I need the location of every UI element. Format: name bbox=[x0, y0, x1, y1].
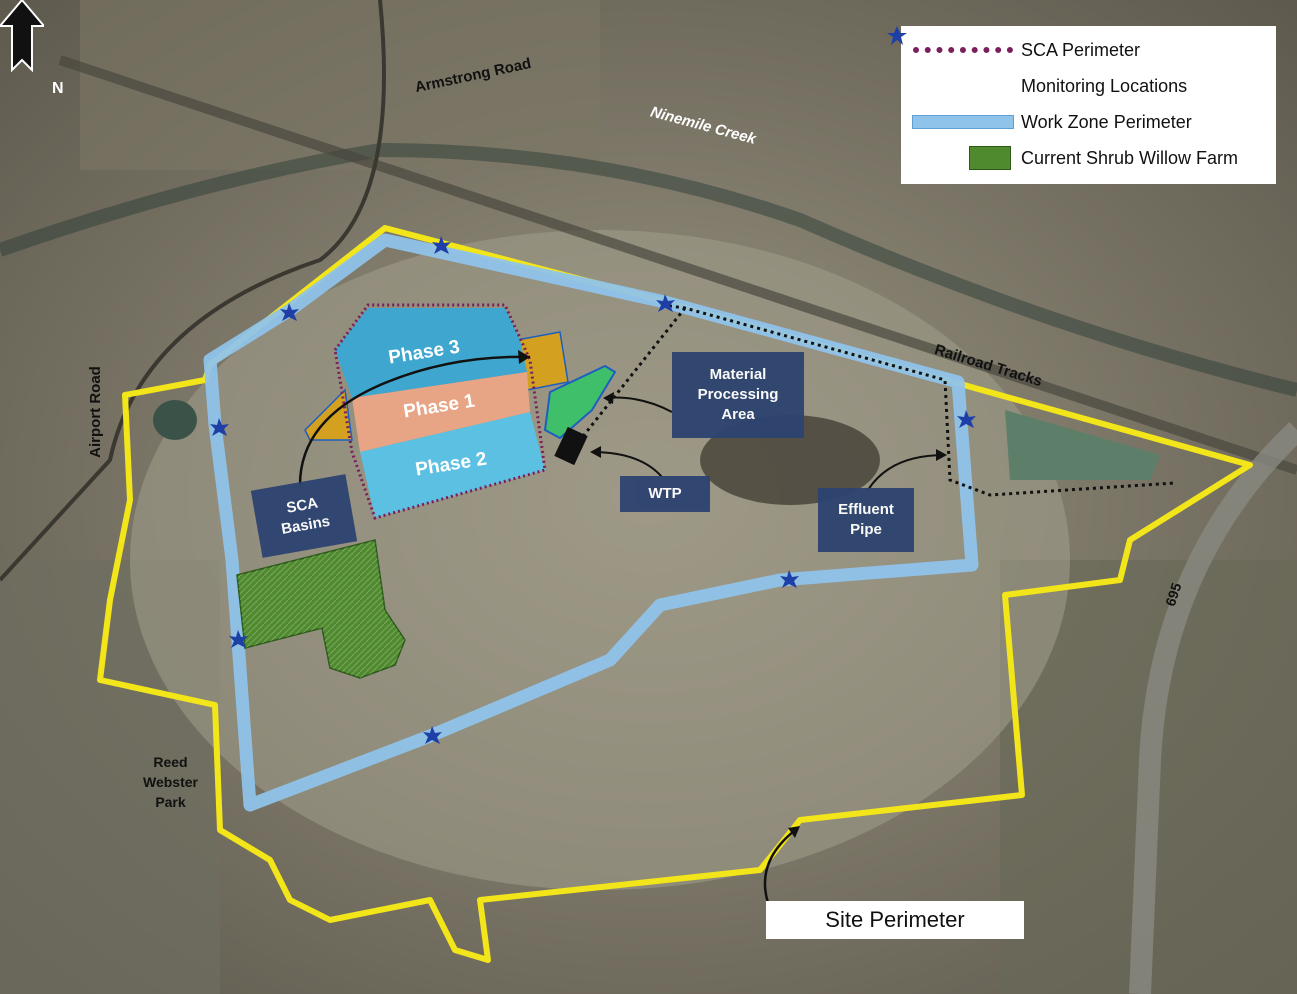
material-processing-box: Material Processing Area bbox=[672, 352, 804, 438]
airport-road-label: Airport Road bbox=[87, 366, 104, 458]
material-arrow-head bbox=[603, 392, 614, 404]
work-zone-perimeter-line bbox=[203, 233, 979, 812]
legend-label: Current Shrub Willow Farm bbox=[1021, 147, 1239, 168]
legend-item-shrub-willow: Current Shrub Willow Farm bbox=[911, 140, 1266, 176]
box-line: Effluent bbox=[838, 501, 894, 518]
legend-item-work-zone: Work Zone Perimeter bbox=[911, 104, 1266, 140]
phase-1-area bbox=[352, 372, 530, 452]
site-perimeter-line bbox=[97, 225, 1253, 963]
field-north bbox=[80, 0, 600, 170]
railroad-tracks-line bbox=[58, 55, 1297, 475]
legend-label: Monitoring Locations bbox=[1021, 75, 1188, 96]
monitoring-star-icon bbox=[957, 410, 976, 428]
monitoring-star-icon bbox=[780, 570, 799, 588]
phase-2-area bbox=[360, 412, 545, 518]
park-label-line: Webster bbox=[143, 774, 198, 790]
park-label-line: Park bbox=[155, 794, 186, 810]
park-label-line: Reed bbox=[153, 754, 188, 770]
north-arrow-icon bbox=[0, 0, 44, 73]
star-icon bbox=[887, 26, 907, 45]
hatched-box-icon bbox=[969, 146, 1011, 170]
legend-symbol bbox=[887, 26, 1015, 96]
material-area-shape bbox=[543, 364, 617, 440]
pond bbox=[1005, 410, 1160, 480]
dotted-line-icon bbox=[913, 47, 1013, 53]
phase-3-area bbox=[335, 308, 527, 398]
basins-arrow-head bbox=[518, 350, 530, 364]
park-label: Reed Webster Park bbox=[143, 752, 198, 812]
wtp-building bbox=[554, 426, 588, 466]
box-line: Processing bbox=[697, 386, 779, 403]
effluent-pipe-line bbox=[661, 303, 1176, 497]
hatched-band-icon bbox=[912, 115, 1014, 129]
site-arrow bbox=[763, 826, 799, 904]
legend-label: Work Zone Perimeter bbox=[1021, 111, 1192, 132]
site-perimeter-box: Site Perimeter bbox=[766, 901, 1024, 939]
legend-symbol bbox=[911, 40, 1015, 60]
monitoring-star-icon bbox=[229, 630, 248, 648]
legend-label: SCA Perimeter bbox=[1021, 39, 1141, 60]
farm-hatch bbox=[237, 540, 405, 678]
ninemile-creek bbox=[0, 142, 1297, 397]
effluent-pipe-box: Effluent Pipe bbox=[818, 488, 914, 552]
legend: SCA Perimeter Monitoring Locations Work … bbox=[887, 26, 1276, 184]
monitoring-star-icon bbox=[280, 303, 299, 321]
monitoring-locations bbox=[210, 236, 976, 744]
wtp-box: WTP bbox=[620, 476, 710, 512]
monitoring-star-icon bbox=[656, 294, 675, 312]
wtp-arrow-head bbox=[590, 446, 601, 458]
legend-symbol bbox=[911, 146, 1015, 170]
legend-item-sca-perimeter: SCA Perimeter bbox=[911, 32, 1266, 68]
basins-arrow bbox=[298, 355, 531, 486]
box-line: Pipe bbox=[850, 521, 882, 538]
monitoring-star-icon bbox=[210, 418, 229, 436]
sca-basin-west bbox=[304, 388, 353, 441]
legend-symbol bbox=[911, 112, 1015, 132]
site-arrow-head bbox=[788, 826, 800, 838]
box-line: WTP bbox=[648, 485, 682, 502]
small-pond bbox=[153, 400, 197, 440]
highway-695 bbox=[1129, 422, 1297, 994]
monitoring-star-icon bbox=[423, 726, 442, 744]
effluent-arrow bbox=[867, 454, 946, 491]
monitoring-star-icon bbox=[432, 236, 451, 254]
box-line: Material bbox=[709, 366, 767, 383]
legend-item-monitoring: Monitoring Locations bbox=[887, 26, 1266, 104]
wtp-pipe-line bbox=[578, 307, 687, 441]
effluent-arrow-head bbox=[936, 449, 947, 461]
box-line: Area bbox=[721, 406, 755, 423]
route-695-label: 695 bbox=[1162, 581, 1185, 608]
north-label: N bbox=[52, 80, 64, 97]
